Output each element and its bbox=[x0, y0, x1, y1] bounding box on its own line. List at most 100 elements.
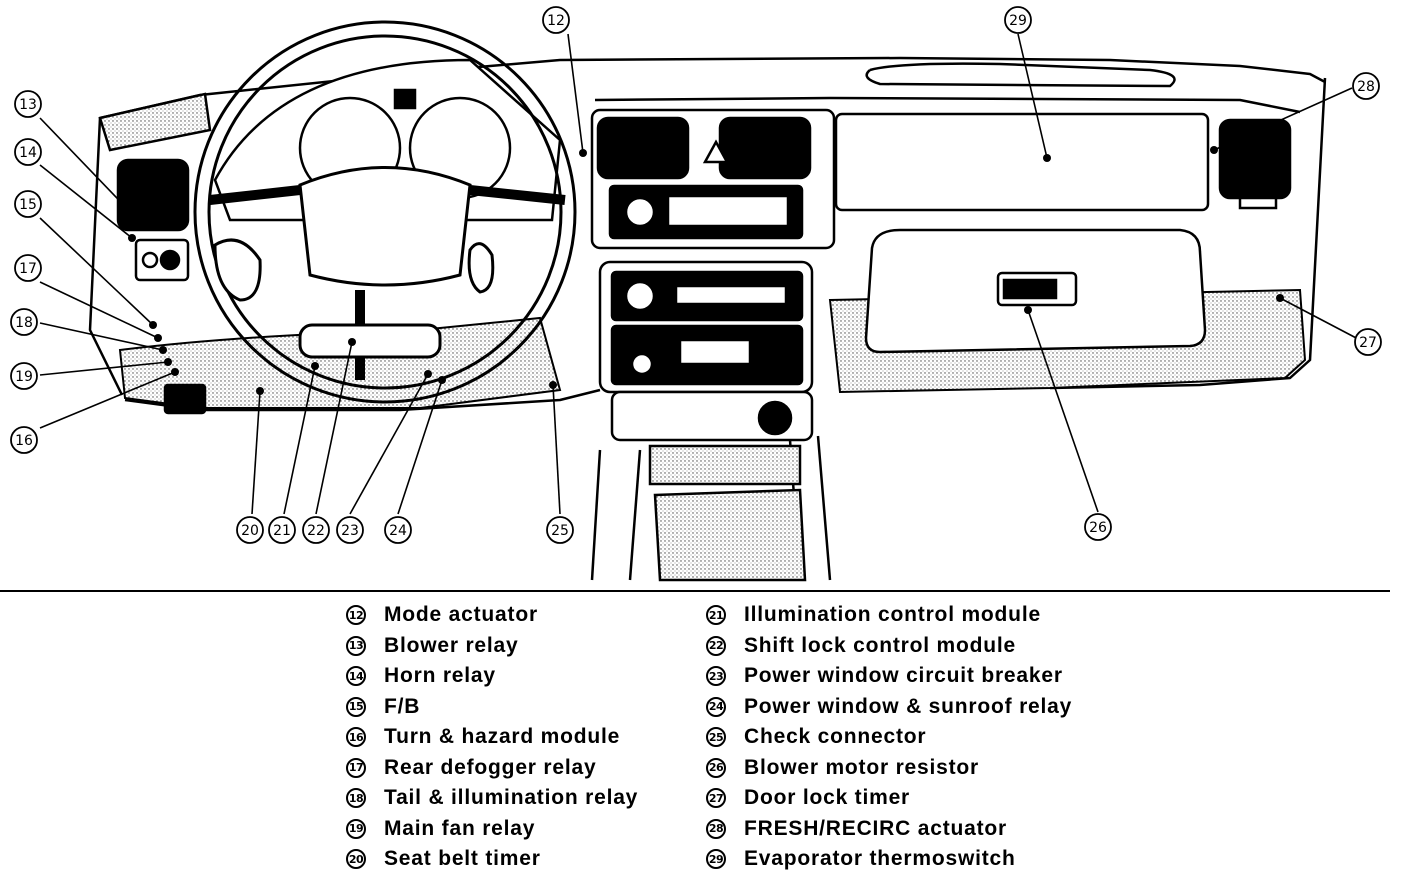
callout-18: 18 bbox=[10, 308, 38, 336]
center-stack bbox=[590, 108, 836, 442]
callout-24-label: 24 bbox=[389, 523, 407, 539]
legend-number: 14 bbox=[346, 666, 366, 687]
legend-number: 27 bbox=[706, 788, 726, 809]
legend-label: Door lock timer bbox=[744, 786, 911, 810]
legend-item: 14 Horn relay bbox=[346, 661, 638, 692]
legend-label: Tail & illumination relay bbox=[384, 786, 639, 810]
legend-label: Power window circuit breaker bbox=[744, 664, 1063, 688]
legend-number: 24 bbox=[706, 696, 726, 717]
legend-item: 26 Blower motor resistor bbox=[706, 753, 1072, 784]
callout-16-label: 16 bbox=[15, 433, 33, 449]
console bbox=[590, 435, 832, 582]
dashboard-diagram: 12 13 14 15 16 17 18 19 bbox=[10, 6, 1382, 582]
legend-number: 28 bbox=[706, 818, 726, 839]
callout-21: 21 bbox=[268, 516, 296, 544]
legend-item: 27 Door lock timer bbox=[706, 783, 1072, 814]
legend-label: Blower motor resistor bbox=[744, 755, 980, 779]
legend-number: 20 bbox=[346, 849, 366, 870]
legend-item: 12 Mode actuator bbox=[346, 600, 638, 631]
legend-label: Evaporator thermoswitch bbox=[744, 847, 1016, 871]
legend-item: 20 Seat belt timer bbox=[346, 844, 638, 875]
upper-pad bbox=[865, 62, 1176, 88]
callout-19: 19 bbox=[10, 362, 38, 390]
legend-number: 26 bbox=[706, 757, 726, 778]
callout-17-label: 17 bbox=[19, 261, 37, 277]
legend-label: Horn relay bbox=[384, 664, 496, 688]
callout-20-label: 20 bbox=[241, 523, 259, 539]
glovebox-upper-line bbox=[594, 96, 1301, 114]
legend-number: 12 bbox=[346, 605, 366, 626]
dash-top-edge bbox=[99, 56, 1326, 120]
callout-25: 25 bbox=[546, 516, 574, 544]
callout-14: 14 bbox=[14, 138, 42, 166]
callout-27: 27 bbox=[1354, 328, 1382, 356]
callout-20: 20 bbox=[236, 516, 264, 544]
callout-15-label: 15 bbox=[19, 197, 37, 213]
lighter bbox=[757, 400, 793, 436]
callout-17: 17 bbox=[14, 254, 42, 282]
legend-label: Shift lock control module bbox=[744, 633, 1017, 657]
leader-dots bbox=[128, 146, 1284, 395]
steering-wheel bbox=[193, 20, 577, 404]
legend-number: 16 bbox=[346, 727, 366, 748]
callout-27-label: 27 bbox=[1359, 335, 1377, 351]
legend-label: Check connector bbox=[744, 725, 927, 749]
center-vent-left bbox=[596, 116, 690, 180]
callout-23-label: 23 bbox=[341, 523, 359, 539]
legend-item: 19 Main fan relay bbox=[346, 814, 638, 845]
legend-label: F/B bbox=[384, 694, 421, 718]
divider-line bbox=[0, 590, 1390, 592]
legend-number: 13 bbox=[346, 635, 366, 656]
legend-label: Blower relay bbox=[384, 633, 519, 657]
callout-28-label: 28 bbox=[1357, 79, 1375, 95]
callout-12-label: 12 bbox=[547, 13, 565, 29]
legend-item: 18 Tail & illumination relay bbox=[346, 783, 638, 814]
callout-14-label: 14 bbox=[19, 145, 37, 161]
legend-label: Main fan relay bbox=[384, 816, 536, 840]
callout-29: 29 bbox=[1004, 6, 1032, 34]
legend-left: 12 Mode actuator 13 Blower relay 14 Horn re… bbox=[346, 600, 638, 875]
callout-29-label: 29 bbox=[1009, 13, 1027, 29]
legend-number: 29 bbox=[706, 849, 726, 870]
callout-13: 13 bbox=[14, 90, 42, 118]
callout-16: 16 bbox=[10, 426, 38, 454]
right-vent bbox=[1218, 118, 1292, 210]
legend-item: 17 Rear defogger relay bbox=[346, 753, 638, 784]
callout-28: 28 bbox=[1352, 72, 1380, 100]
callout-21-label: 21 bbox=[273, 523, 291, 539]
callout-18-label: 18 bbox=[15, 315, 33, 331]
legend-item: 28 FRESH/RECIRC actuator bbox=[706, 814, 1072, 845]
callout-12: 12 bbox=[542, 6, 570, 34]
legend-number: 23 bbox=[706, 666, 726, 687]
callout-19-label: 19 bbox=[15, 369, 33, 385]
glovebox bbox=[864, 228, 1207, 354]
legend-label: FRESH/RECIRC actuator bbox=[744, 816, 1007, 840]
legend-number: 15 bbox=[346, 696, 366, 717]
callout-26: 26 bbox=[1084, 513, 1112, 541]
legend-item: 16 Turn & hazard module bbox=[346, 722, 638, 753]
callouts: 12 13 14 15 16 17 18 19 bbox=[10, 6, 1382, 544]
legend-label: Seat belt timer bbox=[384, 847, 541, 871]
legend-label: Mode actuator bbox=[384, 603, 538, 627]
leader-lines bbox=[39, 33, 1361, 515]
legend-item: 15 F/B bbox=[346, 692, 638, 723]
legend-label: Rear defogger relay bbox=[384, 755, 597, 779]
legend-label: Power window & sunroof relay bbox=[744, 694, 1073, 718]
callout-13-label: 13 bbox=[19, 97, 37, 113]
hazard-switch bbox=[702, 139, 730, 164]
legend-number: 19 bbox=[346, 818, 366, 839]
legend-number: 18 bbox=[346, 788, 366, 809]
legend-number: 21 bbox=[706, 605, 726, 626]
callout-25-label: 25 bbox=[551, 523, 569, 539]
legend-number: 17 bbox=[346, 757, 366, 778]
upper-glove-panel bbox=[834, 112, 1210, 212]
callout-24: 24 bbox=[384, 516, 412, 544]
legend-label: Turn & hazard module bbox=[384, 725, 621, 749]
legend-item: 24 Power window & sunroof relay bbox=[706, 692, 1072, 723]
left-vents bbox=[98, 92, 212, 415]
callout-22-label: 22 bbox=[307, 523, 325, 539]
